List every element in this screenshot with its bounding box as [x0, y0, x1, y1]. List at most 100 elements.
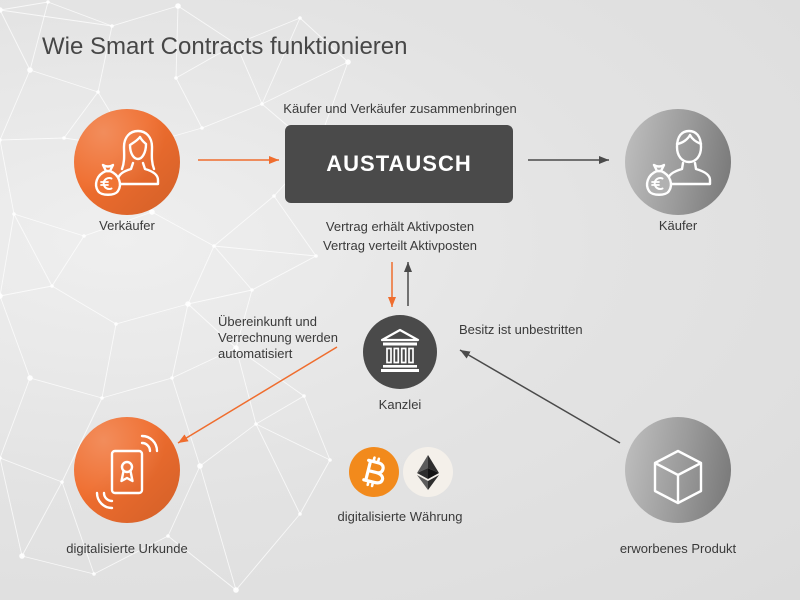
background-mesh-line — [171, 303, 189, 379]
background-mesh-line — [0, 285, 53, 297]
background-mesh-line — [235, 347, 257, 425]
bitcoin-badge — [349, 447, 399, 497]
deed-label: digitalisierte Urkunde — [66, 541, 188, 556]
background-mesh-line — [0, 295, 31, 379]
background-mesh-line — [0, 457, 63, 483]
ownership-annotation: Besitz ist unbestritten — [459, 322, 583, 337]
buyer-node — [625, 109, 731, 215]
background-mesh-node — [166, 534, 170, 538]
background-mesh-node — [12, 212, 16, 216]
background-mesh-node — [0, 293, 3, 299]
background-mesh-node — [27, 375, 33, 381]
seller-money-bag-icon — [94, 129, 160, 196]
background-mesh-line — [0, 213, 15, 297]
background-mesh-line — [0, 1, 49, 11]
background-mesh-line — [199, 423, 257, 467]
background-mesh-node — [260, 102, 264, 106]
seller-node — [74, 109, 180, 215]
background-mesh-node — [314, 254, 318, 258]
background-mesh-line — [273, 195, 317, 257]
background-mesh-node — [272, 194, 276, 198]
notary-label: Kanzlei — [378, 397, 422, 412]
background-mesh-line — [93, 535, 169, 575]
currency-label: digitalisierte Währung — [337, 509, 463, 524]
background-mesh-node — [19, 553, 25, 559]
buyer-label: Käufer — [658, 218, 698, 233]
background-mesh-line — [29, 69, 99, 93]
settlement-annotation-line: Übereinkunft und — [218, 314, 318, 329]
background-mesh-line — [115, 303, 189, 325]
bank-building-icon — [380, 328, 420, 372]
background-mesh-node — [250, 288, 254, 292]
deed-node — [74, 417, 180, 523]
page-title: Wie Smart Contracts funktionieren — [42, 33, 408, 60]
background-mesh-line — [61, 481, 95, 575]
background-mesh-line — [171, 347, 237, 379]
background-mesh-node — [254, 422, 258, 426]
background-mesh-line — [255, 423, 331, 461]
background-mesh-line — [29, 1, 49, 71]
background-mesh-node — [149, 209, 155, 215]
background-mesh-node — [298, 16, 302, 20]
background-mesh-line — [171, 377, 201, 467]
background-mesh-line — [51, 235, 85, 287]
background-mesh-line — [235, 43, 263, 105]
background-mesh-line — [187, 303, 237, 349]
background-mesh-line — [111, 5, 179, 27]
background-mesh-node — [100, 396, 104, 400]
settlement-annotation-line: automatisiert — [218, 346, 293, 361]
background-mesh-line — [0, 9, 113, 27]
background-mesh-node — [170, 376, 174, 380]
digital-certificate-icon — [95, 434, 159, 510]
background-mesh-line — [199, 465, 237, 591]
background-mesh-line — [167, 465, 201, 537]
ethereum-icon — [417, 455, 439, 490]
exchange-caption: Käufer und Verkäufer zusammenbringen — [283, 101, 517, 116]
background-mesh-node — [174, 76, 178, 80]
exchange-box: AUSTAUSCH — [285, 125, 513, 203]
background-mesh-line — [255, 395, 305, 425]
background-mesh-line — [299, 17, 349, 63]
background-mesh-line — [201, 103, 263, 129]
background-mesh-line — [175, 5, 179, 79]
background-mesh-line — [0, 457, 23, 557]
settlement-annotation-line: Verrechnung werden — [218, 330, 338, 345]
background-mesh-node — [27, 67, 33, 73]
seller-label: Verkäufer — [99, 218, 155, 233]
background-mesh-line — [13, 213, 85, 237]
background-mesh-line — [51, 285, 117, 325]
background-mesh-line — [0, 9, 31, 71]
background-mesh-line — [0, 377, 31, 459]
background-mesh-line — [251, 255, 317, 291]
background-mesh-node — [345, 59, 351, 65]
background-mesh-line — [151, 211, 215, 247]
background-mesh-node — [50, 284, 54, 288]
background-mesh-line — [0, 69, 31, 141]
background-mesh-line — [213, 245, 317, 257]
background-mesh-line — [13, 213, 53, 287]
exchange-note: Vertrag erhält Aktivposten — [325, 219, 475, 234]
background-mesh-line — [21, 481, 63, 557]
background-mesh-node — [328, 458, 332, 462]
background-mesh-line — [213, 195, 275, 247]
background-mesh-node — [302, 394, 306, 398]
arrow-product-to-notary — [459, 349, 621, 444]
notary-node — [363, 315, 437, 389]
background-mesh-line — [97, 25, 113, 93]
background-mesh-node — [62, 136, 66, 140]
background-mesh-node — [233, 345, 239, 351]
background-mesh-line — [177, 5, 237, 45]
background-mesh-line — [21, 555, 95, 575]
background-mesh-line — [101, 323, 117, 399]
background-mesh-line — [29, 377, 103, 399]
background-mesh-line — [299, 459, 331, 515]
background-mesh-node — [82, 234, 86, 238]
background-mesh-node — [200, 126, 204, 130]
background-mesh-line — [235, 17, 301, 45]
background-mesh-line — [235, 347, 305, 397]
background-mesh-node — [233, 587, 239, 593]
cube-icon — [653, 449, 703, 505]
